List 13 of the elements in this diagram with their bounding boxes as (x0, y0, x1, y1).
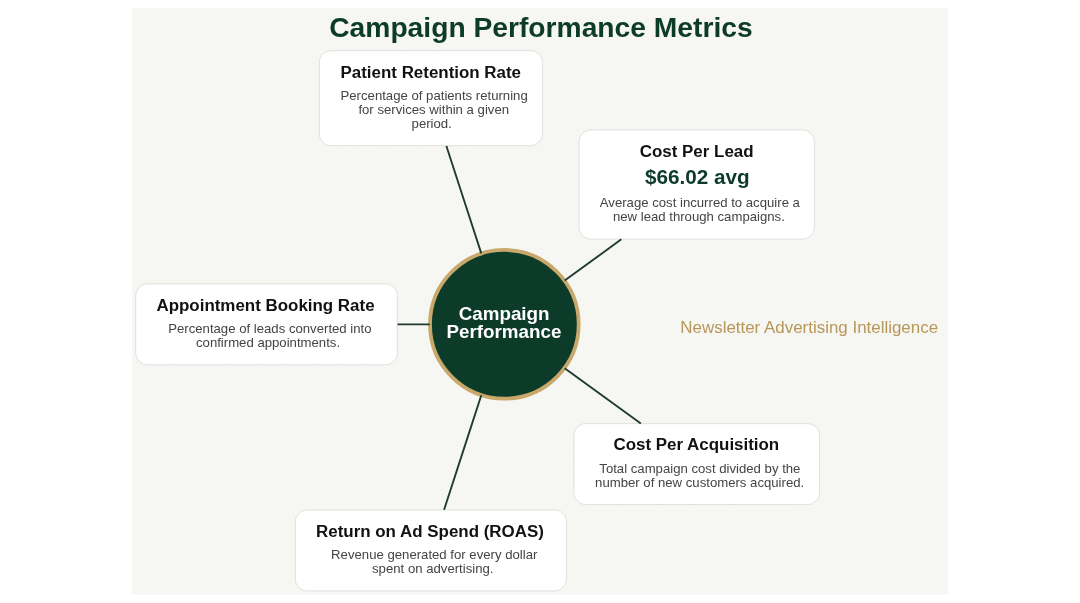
diagram-title: Campaign Performance Metrics (329, 11, 753, 44)
connector (563, 367, 642, 425)
connector (443, 394, 483, 511)
node-box: Return on Ad Spend (ROAS) Revenue generated for every dollar spent on advertising. (294, 509, 567, 592)
node-box: Cost Per Acquisition Total campaign cost divided by the number of new customers acquired. (573, 423, 820, 505)
node-box: Cost Per Lead $66.02 avg Average cost incurred to acquire a new lead through campaigns. (578, 129, 815, 240)
node-box: Patient Retention Rate Percentage of patients returning for services within a given period. (318, 50, 543, 147)
label: Newsletter Advertising Intelligence (680, 318, 939, 338)
node-circle: Campaign Performance (428, 248, 581, 401)
node-box: Appointment Booking Rate Percentage of leads converted into confirmed appointments. (135, 283, 398, 366)
connector (396, 323, 431, 326)
connector (563, 238, 623, 282)
connector (445, 145, 483, 255)
